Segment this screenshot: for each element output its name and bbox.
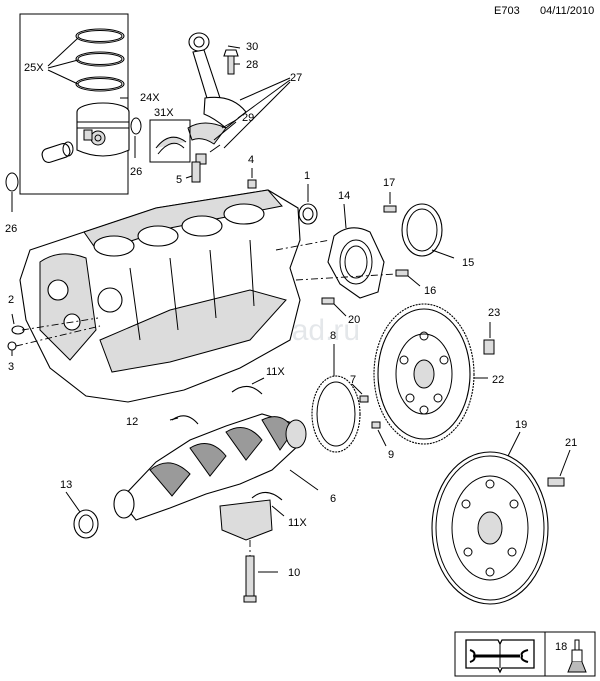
- dowel-pin: [191, 161, 201, 183]
- rear-cup-seal: [298, 203, 318, 225]
- flexplate-bolt-23: [483, 339, 495, 355]
- callout-3: 3: [8, 361, 14, 373]
- engine-block: [19, 189, 301, 403]
- callout-12: 12: [126, 416, 138, 428]
- block-bolt-4: [247, 179, 257, 189]
- callout-labels: 1 2 3 4 5 6 7 8 9 10 11X 11X 12 13 14 15…: [5, 41, 577, 653]
- flywheel-bolt-21: [547, 477, 565, 487]
- callout-20: 20: [348, 314, 360, 326]
- callout-1: 1: [304, 170, 310, 182]
- main-bearing-upper: [231, 385, 263, 395]
- callout-26-outer: 26: [5, 223, 17, 235]
- callout-30: 30: [246, 41, 258, 53]
- callout-14: 14: [338, 190, 350, 202]
- figure-code: E703: [494, 5, 520, 17]
- callout-9: 9: [388, 449, 394, 461]
- rear-seal-housing: [327, 227, 385, 299]
- callout-8: 8: [330, 330, 336, 342]
- piston-inset: [19, 13, 142, 195]
- housing-bolt-16: [395, 269, 409, 277]
- piston-pin: [41, 141, 74, 163]
- callout-11x-upper: 11X: [266, 366, 285, 378]
- connecting-rod: [187, 32, 247, 145]
- dual-mass-flywheel: [431, 451, 549, 605]
- callout-16: 16: [424, 285, 436, 297]
- front-crank-seal: [73, 509, 99, 539]
- figure-date: 04/11/2010: [540, 5, 595, 17]
- ring-bolt-9: [371, 421, 381, 429]
- callout-11x-lower: 11X: [288, 517, 307, 529]
- callout-25x: 25X: [24, 62, 44, 74]
- callout-2: 2: [8, 294, 14, 306]
- crankshaft: [113, 413, 307, 521]
- callout-13: 13: [60, 479, 72, 491]
- callout-10: 10: [288, 567, 300, 579]
- callout-29: 29: [242, 112, 254, 124]
- callout-15: 15: [462, 257, 474, 269]
- callout-31x: 31X: [154, 107, 174, 119]
- housing-bolt-17: [383, 205, 397, 213]
- rear-seal-gasket: [401, 203, 443, 257]
- piston-rings: [75, 28, 125, 92]
- callout-5: 5: [176, 174, 182, 186]
- callout-28: 28: [246, 59, 258, 71]
- callout-6: 6: [330, 493, 336, 505]
- pin-clip-right: [130, 117, 142, 135]
- callout-26-inset: 26: [130, 166, 142, 178]
- icon-panel: [454, 631, 596, 677]
- piston-inset-frame: [19, 13, 129, 195]
- main-bearing-cap: [219, 499, 273, 541]
- callout-19: 19: [515, 419, 527, 431]
- open-book-wrench-icon[interactable]: [463, 636, 535, 674]
- housing-bolt-20: [321, 297, 335, 305]
- thrust-washer: [171, 415, 199, 425]
- callout-21: 21: [565, 437, 577, 449]
- reluctor-ring: [311, 375, 361, 453]
- callout-22: 22: [492, 374, 504, 386]
- callout-27: 27: [290, 72, 302, 84]
- rod-nut: [195, 153, 207, 165]
- callout-18: 18: [555, 641, 567, 653]
- block-plug-3: [7, 341, 17, 351]
- callout-17: 17: [383, 177, 395, 189]
- callout-24x: 24X: [140, 92, 160, 104]
- callout-4: 4: [248, 154, 254, 166]
- rod-bearing-inset: [149, 119, 191, 163]
- sensor-part-icon[interactable]: [566, 639, 590, 673]
- piston: [76, 102, 130, 157]
- flexplate: [373, 303, 475, 445]
- ring-bolt-7: [359, 395, 369, 403]
- callout-23: 23: [488, 307, 500, 319]
- callout-7: 7: [350, 374, 356, 386]
- main-cap-bolt: [243, 555, 257, 603]
- pin-clip-left: [5, 172, 19, 212]
- main-bearing-lower: [251, 491, 283, 501]
